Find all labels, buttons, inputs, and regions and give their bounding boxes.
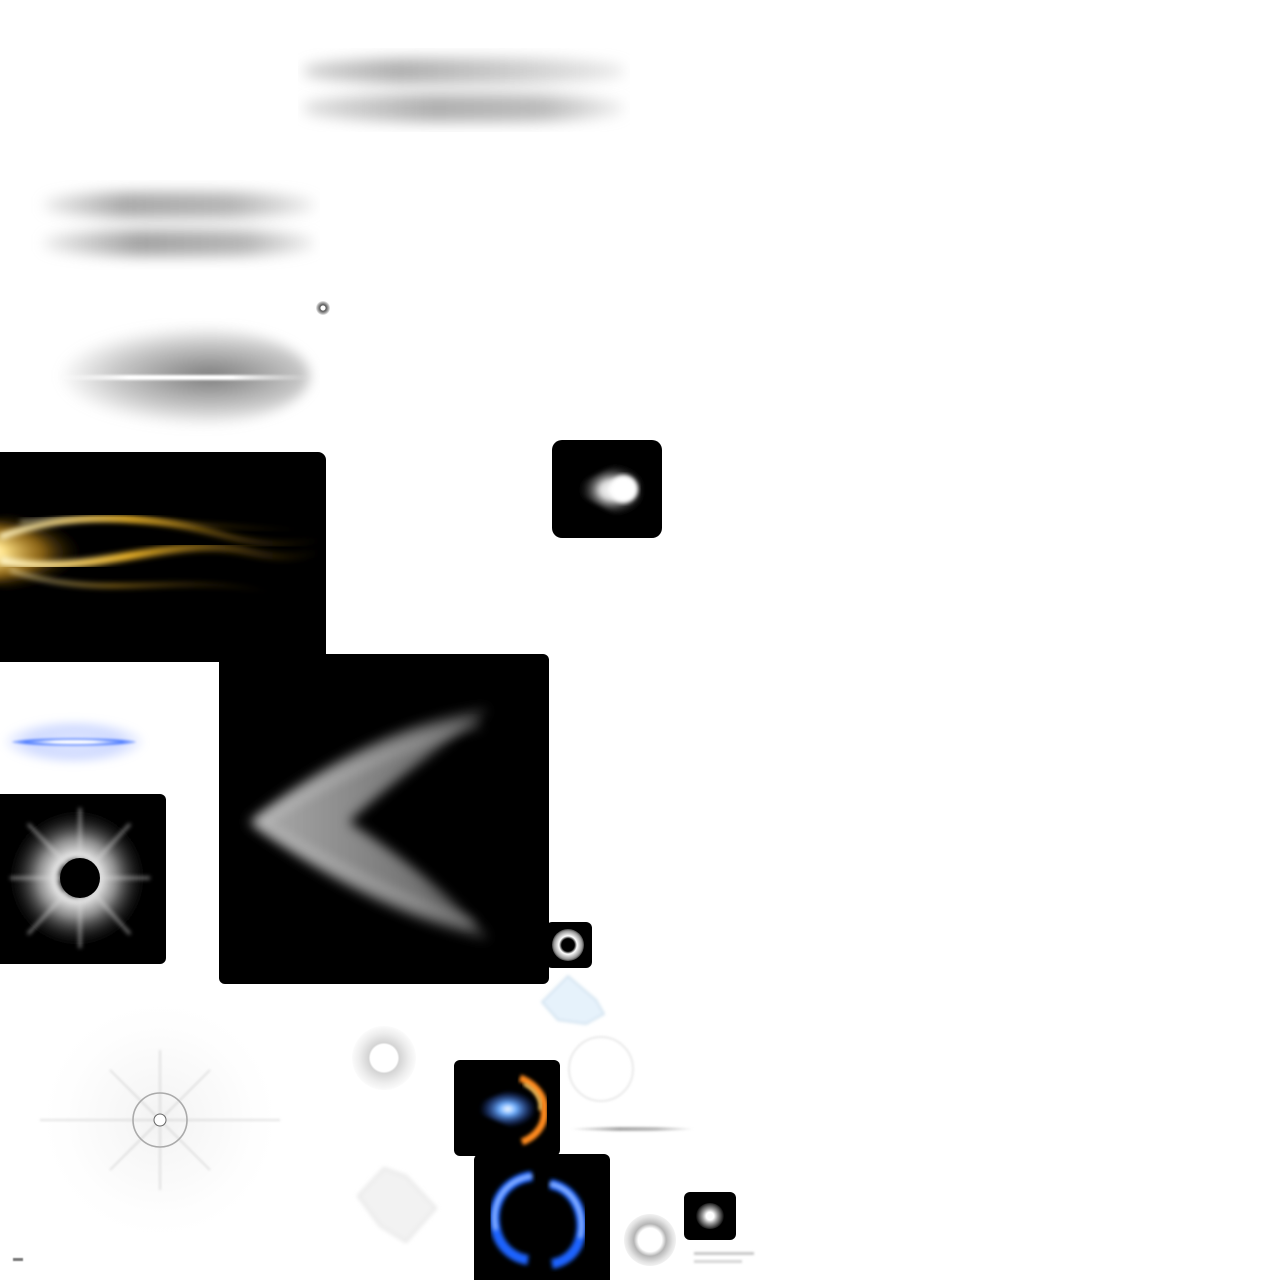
ice-shard-icon [540, 974, 606, 1025]
grey-chevron-wave-sprite [219, 654, 549, 984]
white-orb-sprite [352, 1026, 416, 1090]
radial-burst-ring-sprite [0, 794, 166, 964]
white-shard-fragment-sprite [350, 1162, 442, 1246]
tiny-star-tile-sprite [684, 1192, 736, 1240]
white-fireball-sprite [552, 440, 662, 538]
blue-orange-fireball-sprite [454, 1060, 560, 1156]
faint-text-smudge-sprite [690, 1248, 760, 1270]
faint-ring-sprite [564, 1032, 636, 1104]
smoke-streak-left-sprite [30, 180, 320, 270]
white-fireball-icon [564, 460, 643, 520]
blue-orange-fireball-icon [464, 1074, 548, 1146]
blue-swirl-sprite [474, 1154, 610, 1280]
corner-speck-sprite [10, 1254, 26, 1266]
blue-lens-flash-sprite [0, 700, 150, 784]
golden-flame-streak-sprite [0, 452, 326, 662]
star-flare-sprite [30, 990, 290, 1250]
blue-swirl-icon [489, 1171, 587, 1269]
thin-streak-line-sprite [564, 1122, 700, 1136]
small-ring-sprite [546, 922, 592, 968]
star-flare-icon [32, 992, 288, 1248]
smoke-cloud-sprite [40, 318, 320, 436]
burst-ring-icon [8, 806, 152, 950]
shard-fragment-icon [357, 1167, 438, 1243]
grey-ring-sprite [622, 1212, 678, 1268]
glow-dot-sprite [316, 301, 330, 315]
golden-flame-icon [0, 510, 322, 594]
ice-shard-sprite [538, 972, 610, 1028]
smoke-streak-top-sprite [298, 48, 630, 132]
chevron-wave-icon [249, 709, 489, 939]
